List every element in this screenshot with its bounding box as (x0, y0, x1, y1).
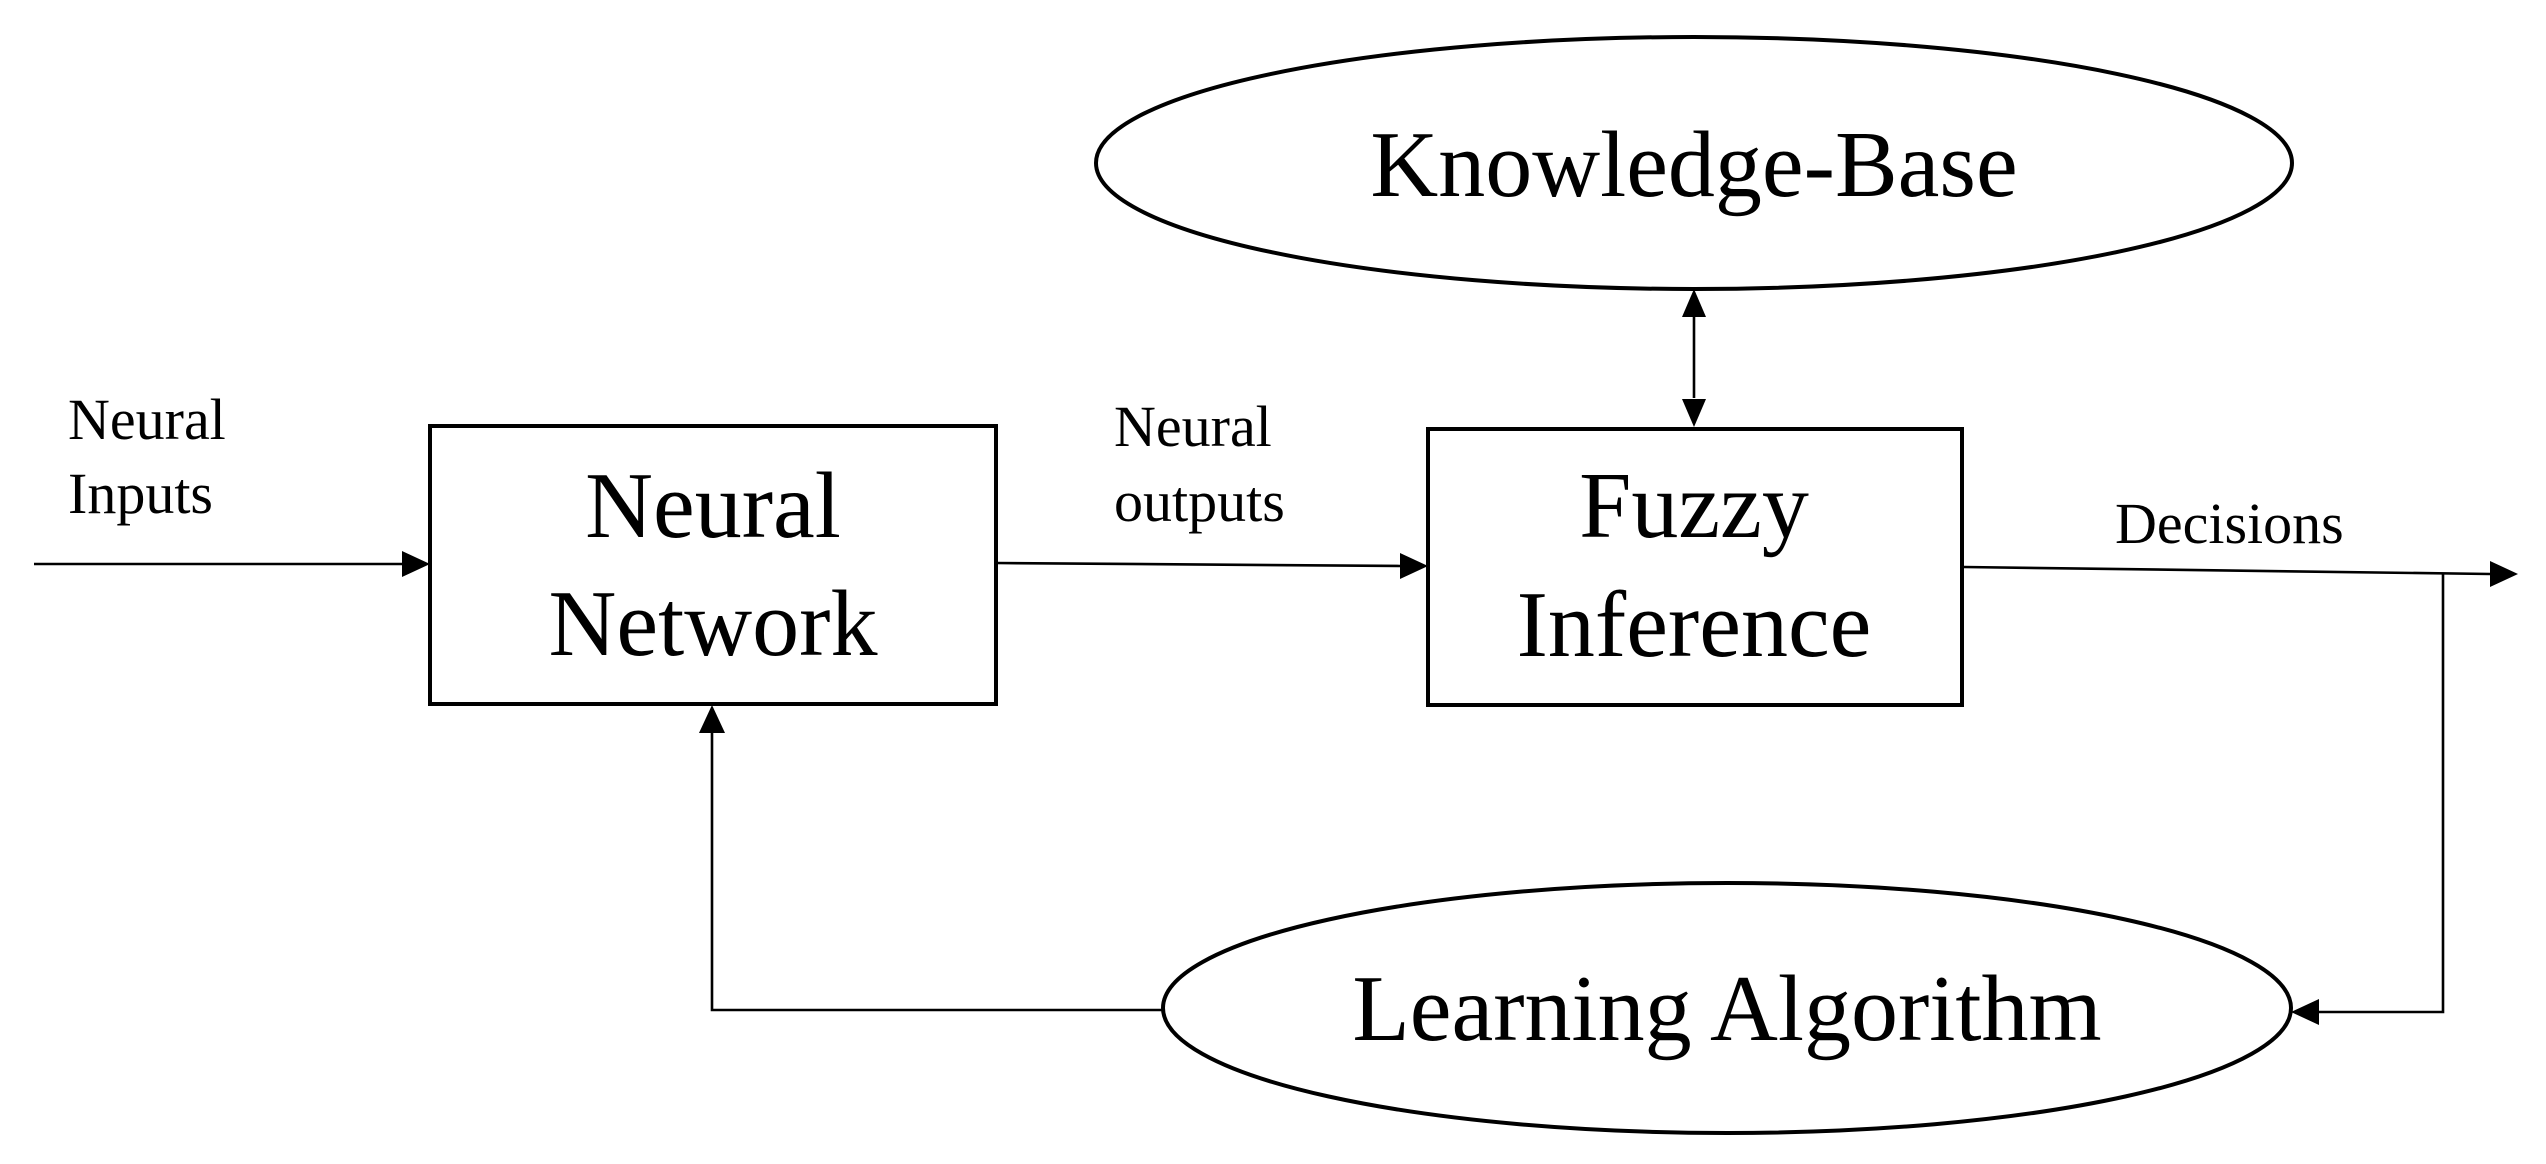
decisions-arrowhead (2490, 561, 2518, 587)
neural-network-box (428, 424, 998, 706)
feedback-to-learning-arrowhead (2291, 999, 2319, 1025)
neural-network-label-line2: Network (549, 572, 878, 676)
knowledge-base-node: Knowledge-Base (1094, 35, 2294, 291)
learning-algorithm-ellipse (1161, 881, 2293, 1135)
knowledge-base-ellipse (1094, 35, 2294, 291)
neural-outputs-arrow-line (995, 561, 1401, 568)
fuzzy-inference-box (1426, 427, 1964, 707)
fuzzy-inference-node: Fuzzy Inference (1426, 427, 1964, 707)
decisions-label: Decisions (2115, 491, 2344, 556)
neural-outputs-label-line1: Neural (1114, 394, 1272, 459)
neural-outputs-label-line2: outputs (1114, 469, 1285, 534)
neural-inputs-label-line2: Inputs (68, 461, 213, 526)
decisions-arrow-line (1963, 565, 2491, 576)
fuzzy-inference-label-line1: Fuzzy (1579, 454, 1809, 558)
feedback-to-learning-line (2319, 574, 2445, 1014)
neural-outputs-arrowhead (1400, 553, 1428, 579)
learning-algorithm-node: Learning Algorithm (1161, 881, 2293, 1135)
neural-inputs-arrowhead (402, 551, 430, 577)
knowledge-base-arrowhead-up (1682, 289, 1706, 317)
neural-network-label-line1: Neural (585, 454, 841, 558)
learning-algorithm-label: Learning Algorithm (1352, 957, 2101, 1061)
learning-to-network-line (710, 733, 1164, 1012)
neural-network-node: Neural Network (428, 424, 998, 706)
learning-to-network-arrowhead (699, 705, 725, 733)
fuzzy-inference-label-line2: Inference (1517, 573, 1872, 677)
fuzzy-inference-arrowhead-down (1682, 399, 1706, 427)
knowledge-base-label: Knowledge-Base (1370, 113, 2017, 217)
neural-inputs-label-line1: Neural (68, 387, 226, 452)
